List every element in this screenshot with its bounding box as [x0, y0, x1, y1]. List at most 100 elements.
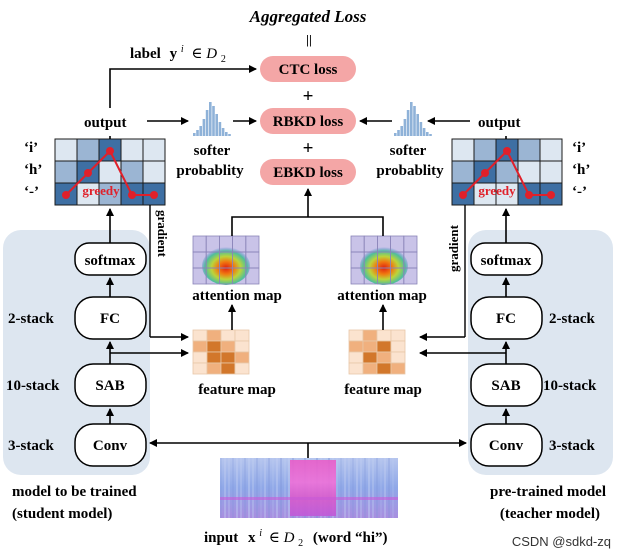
student-sab-label: SAB	[95, 378, 124, 394]
feature-cell	[206, 340, 222, 353]
student-caption-line2: (student model)	[12, 506, 112, 522]
student-attention-label: attention map	[192, 288, 282, 304]
greedy-point	[106, 147, 114, 155]
teacher-output-label: output	[478, 115, 521, 131]
feature-cell	[220, 362, 236, 375]
spectrogram-stripe	[272, 458, 274, 518]
spectrogram-stripe	[340, 458, 342, 518]
student-greedy-points	[62, 147, 158, 199]
spectrogram-stripe	[252, 458, 254, 518]
grid-cell	[539, 138, 563, 162]
input-prefix: input	[204, 530, 238, 546]
student-caption-line1: model to be trained	[12, 484, 137, 500]
grid-cell	[54, 160, 78, 184]
feature-cell	[362, 340, 378, 353]
spectrogram-stripe	[372, 458, 374, 518]
histogram-bar	[406, 110, 410, 136]
feature-cell	[390, 362, 406, 375]
histogram-bar	[202, 119, 206, 136]
greedy-point	[150, 191, 158, 199]
spectrogram-stripe	[348, 458, 350, 518]
bell-histogram-icon	[193, 102, 231, 136]
softer-label-left: softer	[194, 143, 231, 159]
ebkd-loss-label: EBKD loss	[273, 165, 343, 181]
histogram-bar	[394, 133, 397, 136]
histogram-bar	[400, 126, 403, 136]
ebkd-loss-pill	[260, 159, 356, 185]
spectrogram-stripe	[276, 458, 278, 518]
histogram-bar	[228, 134, 231, 136]
histogram-bar	[426, 132, 429, 136]
attention-heat	[202, 247, 250, 285]
ctc-loss-pill	[260, 56, 356, 82]
feature-cell	[376, 329, 392, 342]
feature-cell	[348, 329, 364, 342]
spectrogram-stripe	[256, 458, 258, 518]
histogram-bar	[416, 114, 419, 136]
feature-cell	[192, 362, 208, 375]
student-greedy-label: greedy	[82, 183, 120, 198]
histogram-bar	[429, 134, 432, 136]
greedy-point	[128, 191, 136, 199]
feature-cell	[390, 351, 406, 364]
teacher-greedy-points	[459, 147, 555, 199]
spectrogram-stripe	[220, 458, 222, 518]
bell-histogram-icon	[394, 102, 432, 136]
input-caption: input x i ∈ D 2 (word “hi”)	[204, 524, 388, 550]
feature-cell	[192, 340, 208, 353]
teacher-softmax-label: softmax	[481, 253, 532, 269]
label-sup: i	[181, 44, 184, 55]
row-label-h-left: ‘h’	[24, 162, 42, 178]
grid-cell	[120, 138, 144, 162]
feature-cell	[206, 329, 222, 342]
plus-sign-1: +	[303, 86, 314, 107]
teacher-attention-label: attention map	[337, 288, 427, 304]
feature-cell	[390, 329, 406, 342]
feature-cell	[348, 362, 364, 375]
student-conv-stack: 3-stack	[8, 438, 54, 454]
plus-sign-2: +	[303, 138, 314, 159]
grid-cell	[539, 160, 563, 184]
ctc-arrow	[109, 65, 257, 108]
feature-cell	[390, 340, 406, 353]
spectrogram-stripe	[364, 458, 366, 518]
histogram-bar	[199, 126, 202, 136]
equals-sign: ||	[306, 32, 312, 47]
grid-cell	[54, 138, 78, 162]
spectrogram-stripe	[260, 458, 262, 518]
spectrogram-stripe	[280, 458, 282, 518]
feature-cell	[220, 340, 236, 353]
input-word: (word “hi”)	[313, 530, 388, 546]
histogram-bar	[205, 110, 209, 136]
grid-cell	[473, 138, 497, 162]
histogram-bar	[397, 130, 400, 136]
spectrogram-stripe	[368, 458, 370, 518]
spectrogram-stripe	[284, 458, 286, 518]
feature-cell	[348, 340, 364, 353]
input-set: ∈ D	[269, 530, 295, 546]
histogram-bar	[403, 119, 407, 136]
attention-cell	[403, 267, 418, 285]
feature-cell	[362, 362, 378, 375]
spectrogram-stripe	[392, 458, 394, 518]
histogram-bar	[193, 133, 196, 136]
histogram-bar	[215, 114, 218, 136]
row-label-blank-left: ‘-’	[24, 184, 39, 200]
rbkd-loss-pill	[260, 108, 356, 134]
student-output-label: output	[84, 115, 127, 131]
feature-cell	[234, 329, 250, 342]
teacher-caption-line2: (teacher model)	[500, 506, 600, 522]
student-feature-map	[192, 329, 250, 375]
grid-cell	[517, 138, 541, 162]
spectrogram-stripe	[344, 458, 346, 518]
teacher-attention-map	[350, 235, 418, 285]
attention-to-ebkd	[231, 216, 384, 236]
spectrogram-stripe	[224, 458, 226, 518]
teacher-feature-map	[348, 329, 406, 375]
grid-cell	[451, 138, 475, 162]
student-conv-label: Conv	[93, 438, 128, 454]
row-label-h-right: ‘h’	[572, 162, 590, 178]
row-label-blank-right: ‘-’	[572, 184, 587, 200]
feature-cell	[220, 329, 236, 342]
histogram-bar	[221, 128, 225, 136]
